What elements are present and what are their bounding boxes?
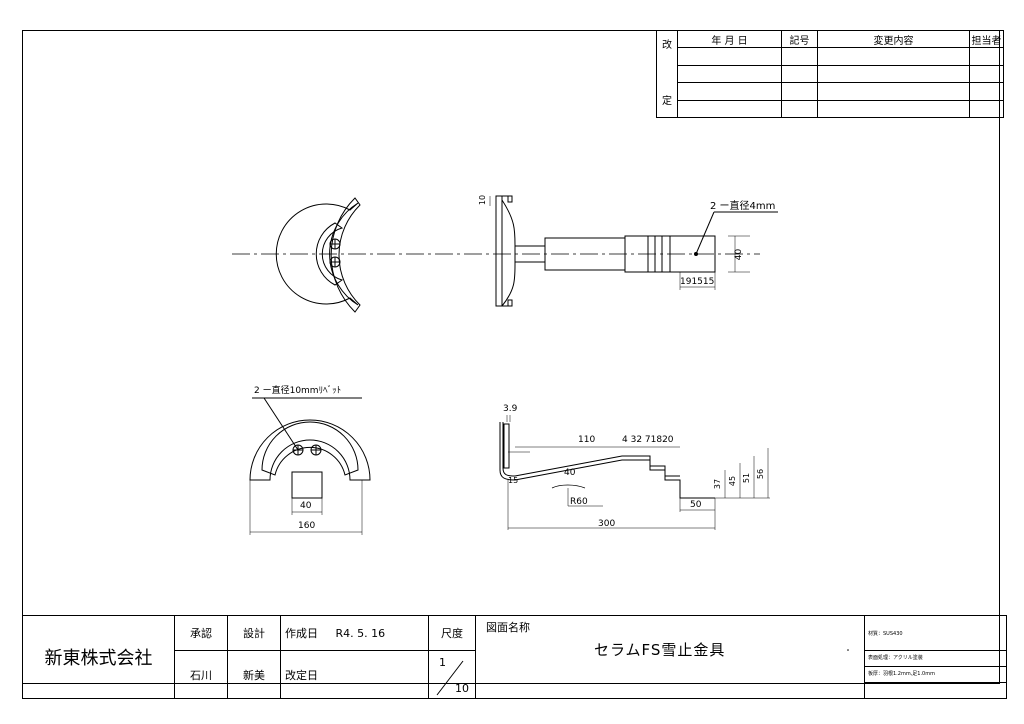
dim-56: 56	[756, 468, 766, 480]
dim-300: 300	[598, 519, 616, 529]
dim-191515: 191515	[680, 277, 715, 287]
dim-40-front: 40	[300, 501, 312, 511]
scale-label: 尺度	[428, 615, 476, 651]
created-date-cell: 作成日 R4. 5. 16	[280, 615, 429, 651]
drawing-name: セラムFS雪止金具	[594, 641, 726, 659]
dim-51: 51	[742, 472, 752, 484]
revision-table: 改 定 年 月 日 記号 変更内容 担当者	[656, 29, 1004, 119]
dim-40-side: 40	[734, 248, 745, 261]
front-view-bottom	[249, 397, 371, 535]
revision-side-label: 改 定	[656, 30, 678, 118]
dim-15: 15	[508, 476, 519, 485]
surface-cell: 表面処理：アクリル塗装	[865, 651, 1006, 667]
material-cell: 材質：SUS430	[864, 615, 1007, 651]
approver-name: 石川	[174, 650, 228, 699]
dim-chain: 4 32 71820	[622, 435, 674, 445]
drawing-name-label: 図面名称	[486, 621, 530, 634]
scale-cell: 1 10	[428, 650, 476, 699]
dim-3-9: 3.9	[503, 404, 518, 414]
revised-label: 改定日	[280, 650, 429, 699]
dim-50: 50	[690, 500, 702, 510]
company-name: 新東株式会社	[22, 615, 175, 699]
spec-cell: 表面処理：アクリル塗装 板厚：羽根1.2mm,足1.0mm	[864, 650, 1007, 699]
revision-side-top: 改	[662, 40, 672, 51]
approve-label: 承認	[174, 615, 228, 651]
dim-37: 37	[713, 478, 723, 490]
title-block: 新東株式会社 承認 設計 作成日 R4. 5. 16 尺度 図面名称 セラムFS…	[22, 615, 1007, 699]
designer-name: 新美	[227, 650, 281, 699]
hole-note: 2 ー直径4mm	[710, 201, 776, 212]
front-view-top	[275, 197, 361, 313]
dim-110: 110	[578, 435, 596, 445]
scale-den: 10	[455, 682, 469, 695]
design-label: 設計	[227, 615, 281, 651]
revision-side-bottom: 定	[662, 96, 672, 107]
drawing-name-cell: 図面名称 セラムFS雪止金具	[475, 615, 865, 699]
rivet-note: 2 ー直径10mmﾘﾍﾞｯﾄ	[254, 386, 342, 396]
spec-empty-cell	[865, 683, 1006, 698]
dim-160: 160	[298, 521, 316, 531]
thickness-cell: 板厚：羽根1.2mm,足1.0mm	[865, 667, 1006, 683]
created-label: 作成日	[285, 627, 318, 640]
side-view-top	[489, 195, 778, 307]
dim-45: 45	[728, 475, 738, 487]
dim-10: 10	[478, 194, 488, 206]
dim-40-bend: 40	[564, 468, 576, 478]
dim-r60: R60	[570, 497, 588, 507]
side-view-bottom	[499, 415, 770, 530]
created-date: R4. 5. 16	[335, 627, 386, 640]
scale-num: 1	[439, 656, 446, 669]
